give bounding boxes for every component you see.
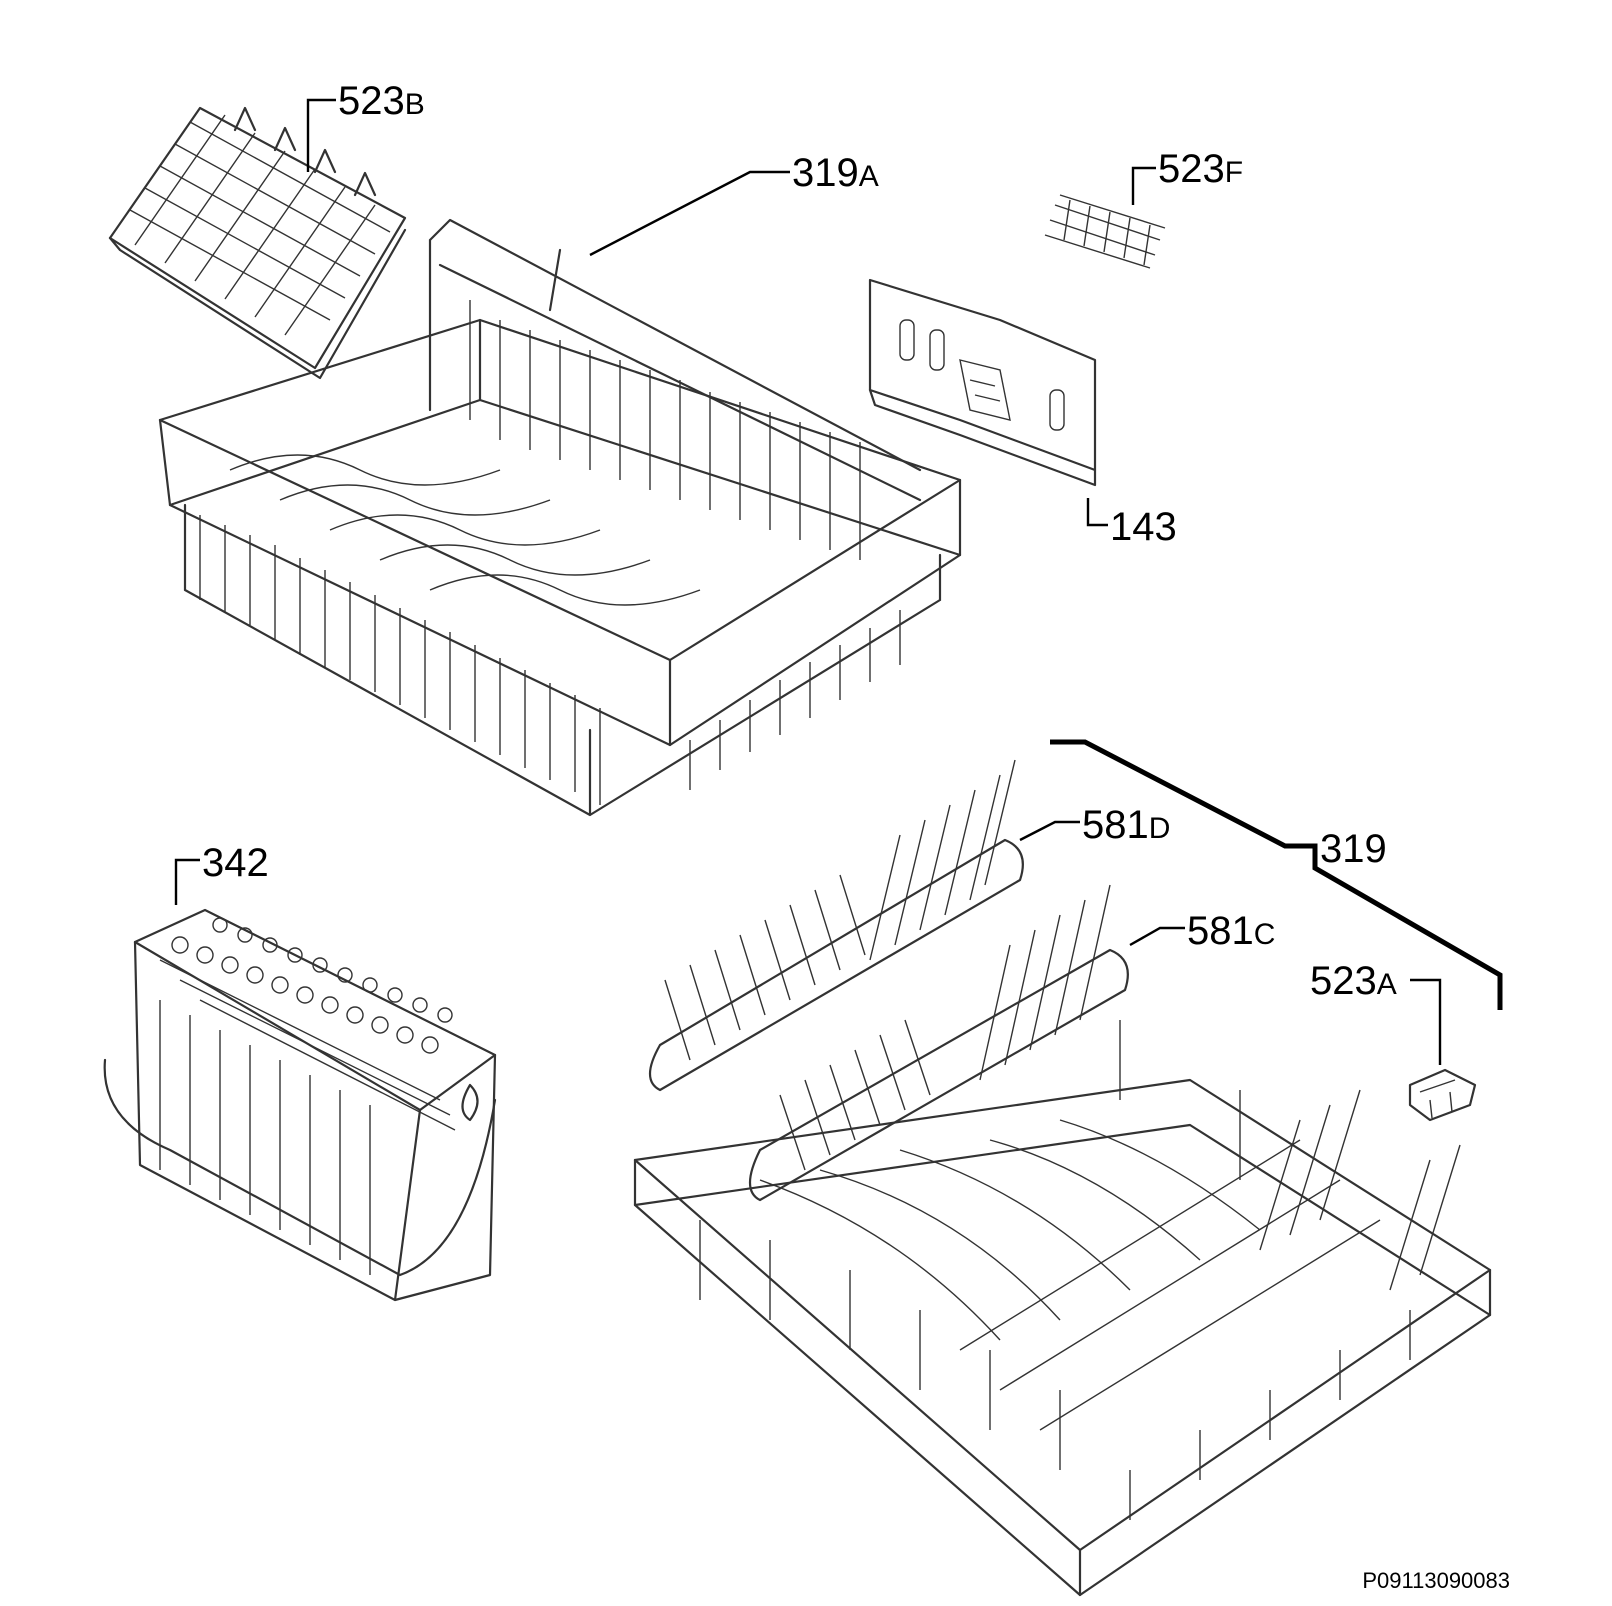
label-342: 342 <box>174 841 269 905</box>
svg-text:523B: 523B <box>338 79 425 123</box>
label-143-number: 143 <box>1110 505 1177 549</box>
part-523f-clips <box>1044 194 1166 269</box>
label-523b-number: 523 <box>338 79 405 123</box>
label-581c-number: 581 <box>1187 909 1254 953</box>
label-523b-suffix: B <box>405 88 425 121</box>
label-319a-number: 319 <box>792 151 859 195</box>
label-581c-suffix: C <box>1254 918 1276 951</box>
label-319-number: 319 <box>1320 827 1387 871</box>
label-319a: 319A <box>589 151 879 257</box>
svg-text:581D: 581D <box>1082 803 1170 847</box>
label-523f-suffix: F <box>1225 156 1243 189</box>
part-143-bracket <box>868 278 1097 487</box>
label-523a-suffix: A <box>1377 968 1397 1001</box>
part-319-lower-basket <box>633 1020 1492 1597</box>
label-523b: 523B <box>306 79 425 172</box>
svg-text:319: 319 <box>1320 827 1387 871</box>
svg-text:319A: 319A <box>792 151 879 195</box>
part-523a-cap <box>1408 1068 1477 1122</box>
part-342-cutlery-basket <box>103 908 497 1302</box>
svg-text:143: 143 <box>1110 505 1177 549</box>
part-523b-shelf <box>108 106 407 380</box>
svg-text:342: 342 <box>202 841 269 885</box>
label-581c: 581C <box>1129 909 1275 953</box>
part-581d-plate-insert <box>648 759 1024 1092</box>
label-523f-number: 523 <box>1158 147 1225 191</box>
label-581d-number: 581 <box>1082 803 1149 847</box>
svg-text:581C: 581C <box>1187 909 1275 953</box>
label-319a-suffix: A <box>859 160 879 193</box>
label-581d-suffix: D <box>1149 812 1171 845</box>
label-523a-number: 523 <box>1310 959 1377 1003</box>
part-581c-plate-insert <box>748 884 1129 1202</box>
svg-text:523F: 523F <box>1158 147 1243 191</box>
label-319: 319 <box>1050 739 1503 1010</box>
svg-text:523A: 523A <box>1310 959 1397 1003</box>
label-581d: 581D <box>1019 803 1170 847</box>
part-319a-upper-basket <box>158 218 962 817</box>
label-523f: 523F <box>1131 147 1243 205</box>
label-342-number: 342 <box>202 841 269 885</box>
label-143: 143 <box>1086 498 1177 549</box>
diagram-reference-code: P09113090083 <box>1362 1568 1510 1593</box>
label-523a: 523A <box>1310 959 1442 1065</box>
